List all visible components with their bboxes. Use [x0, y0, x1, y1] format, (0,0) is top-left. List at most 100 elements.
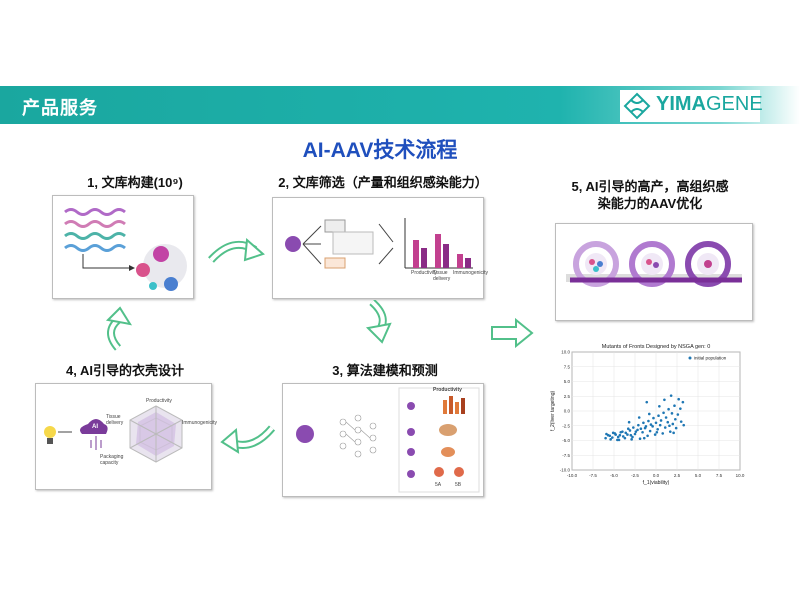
scatter-point	[636, 428, 639, 432]
arrow-3-to-4-icon	[220, 425, 276, 454]
scatter-point	[623, 436, 627, 440]
productivity-title: Productivity	[433, 387, 462, 393]
virus-icon	[153, 246, 169, 262]
scatter-point	[667, 407, 670, 411]
yimagene-logo: YIMAGENE	[620, 90, 763, 122]
scatter-point	[649, 423, 653, 426]
logo-text: YIMAGENE	[656, 93, 763, 115]
virus-icon	[296, 425, 314, 443]
panel-library-construction	[52, 195, 194, 299]
step-5-label-line1: 5, AI引导的高产，高组织感	[571, 179, 729, 194]
scatter-point	[668, 424, 671, 428]
optimization-illustration	[566, 241, 742, 287]
scatter-point	[631, 435, 634, 439]
scatter-point	[652, 416, 655, 420]
scatter-point	[646, 434, 649, 438]
x-tick-label: -7.5	[589, 473, 597, 478]
scatter-point	[634, 430, 638, 433]
bar-label-productivity: Productivity	[411, 270, 437, 276]
x-tick-label: 0.0	[653, 473, 660, 478]
y-tick-label: -7.5	[562, 453, 570, 458]
step-2-label: 2, 文库筛选（产量和组织感染能力）	[278, 175, 488, 190]
legend-marker	[688, 356, 692, 360]
scatter-point	[628, 429, 632, 432]
scatter-point	[668, 430, 672, 433]
scatter-point	[657, 414, 660, 418]
scatter-point	[670, 412, 674, 415]
arrow-2-to-3-icon	[365, 300, 392, 344]
x-tick-label: 5.0	[695, 473, 702, 478]
x-axis-label: f_1(viability)	[643, 480, 670, 486]
scatter-point	[664, 416, 668, 419]
scatter-point	[644, 425, 648, 428]
scatter-point	[681, 400, 685, 404]
scatter-point	[633, 432, 637, 436]
step-5-label-line2: 染能力的AAV优化	[597, 196, 703, 211]
scatter-point	[626, 433, 629, 436]
scatter-point	[632, 426, 635, 429]
scatter-point	[614, 433, 617, 436]
y-tick-label: -2.5	[562, 423, 570, 428]
virus-icon	[164, 277, 178, 291]
scatter-point	[645, 400, 649, 404]
scatter-point	[617, 438, 621, 442]
scatter-point	[651, 425, 654, 428]
scatter-point	[611, 436, 614, 439]
scatter-point	[627, 420, 631, 424]
y-tick-label: 7.5	[564, 364, 571, 369]
scatter-point	[679, 407, 682, 410]
scatter-point	[619, 430, 623, 434]
scatter-point	[624, 431, 628, 435]
lightbulb-icon	[44, 426, 56, 438]
y-axis-label: f_2(liver targeting)	[550, 391, 556, 432]
dna-strands	[64, 208, 126, 252]
legend-label: initial population	[694, 356, 727, 361]
arrow-1-to-2-icon	[208, 237, 265, 263]
y-tick-label: 2.5	[564, 394, 571, 399]
scatter-point	[677, 397, 680, 401]
scatter-point	[618, 433, 622, 437]
axis-tissue: Tissue delivery	[106, 414, 124, 426]
x-tick-label: 7.5	[716, 473, 723, 478]
scatter-point	[658, 404, 661, 408]
step-3-label: 3, 算法建模和预测	[332, 363, 438, 378]
scatter-point	[629, 433, 633, 437]
panel-algorithm-modelling: Productivity 5A 5B	[282, 383, 484, 497]
step-1-label: 1, 文库构建(10⁹)	[87, 175, 183, 190]
scatter-point	[637, 423, 640, 427]
virus-icon	[149, 282, 157, 290]
axis-productivity: Productivity	[146, 398, 172, 404]
scatter-point	[663, 426, 667, 429]
scatter-point	[609, 438, 612, 441]
dna-logo-icon	[623, 92, 651, 120]
scatter-point	[673, 404, 676, 407]
scatter-point	[656, 427, 659, 431]
scatter-point	[671, 422, 675, 426]
scatter-point	[647, 419, 650, 423]
scatter-point	[679, 420, 683, 423]
scatter-point	[648, 429, 652, 433]
legend-5b: 5B	[455, 482, 462, 488]
y-tick-label: -5.0	[562, 438, 570, 443]
scatter-point	[653, 433, 657, 436]
scatter-point	[674, 417, 677, 421]
scatter-point	[658, 423, 662, 427]
scatter-point	[647, 412, 651, 416]
step-4-label: 4, AI引导的衣壳设计	[66, 363, 184, 378]
y-tick-label: -10.0	[560, 468, 571, 473]
x-tick-label: 10.0	[736, 473, 745, 478]
scatter-point	[604, 436, 607, 440]
ai-cloud-icon	[80, 419, 108, 434]
panel-library-screening: Productivity Tissue delivery Immunogenic…	[272, 197, 488, 299]
scatter-point	[626, 427, 630, 430]
scatter-point	[641, 430, 644, 434]
y-tick-label: 5.0	[564, 379, 571, 384]
chart-title: Mutants of Fronts Designed by NSGA gen: …	[602, 344, 711, 350]
neural-network-icon	[339, 414, 377, 458]
x-tick-label: -2.5	[631, 473, 639, 478]
x-tick-label: 2.5	[674, 473, 681, 478]
scatter-point	[659, 419, 663, 422]
library-illustration	[64, 208, 187, 291]
